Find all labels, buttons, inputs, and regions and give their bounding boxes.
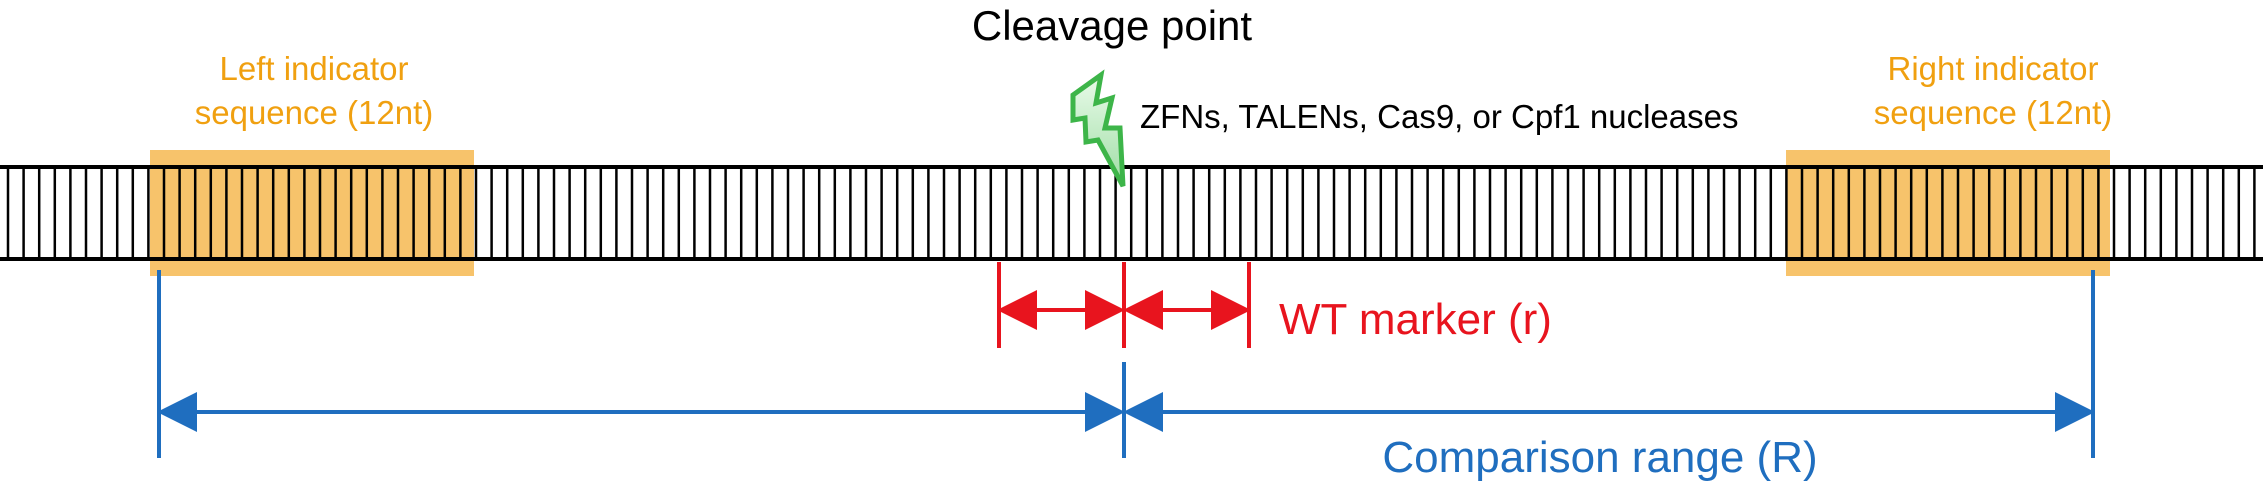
right-indicator-label-line2: sequence (12nt) [1874, 94, 2113, 131]
wt-marker-label: WT marker (r) [1279, 295, 1552, 344]
lightning-bolt-icon [1070, 69, 1126, 188]
dna-ladder [0, 165, 2263, 261]
comparison-range: Comparison range (R) [157, 270, 2095, 482]
nuclease-label: ZFNs, TALENs, Cas9, or Cpf1 nucleases [1140, 98, 1739, 135]
left-indicator-box [150, 150, 474, 276]
wt-marker: WT marker (r) [997, 262, 1552, 348]
comparison-range-label: Comparison range (R) [1382, 433, 1817, 482]
right-indicator-box [1786, 150, 2110, 276]
cleavage-point-title: Cleavage point [972, 2, 1253, 49]
left-indicator-label-line2: sequence (12nt) [195, 94, 434, 131]
left-indicator-label-line1: Left indicator [220, 50, 409, 87]
base-pair-rungs [6, 167, 2256, 259]
right-indicator-label-line1: Right indicator [1888, 50, 2099, 87]
